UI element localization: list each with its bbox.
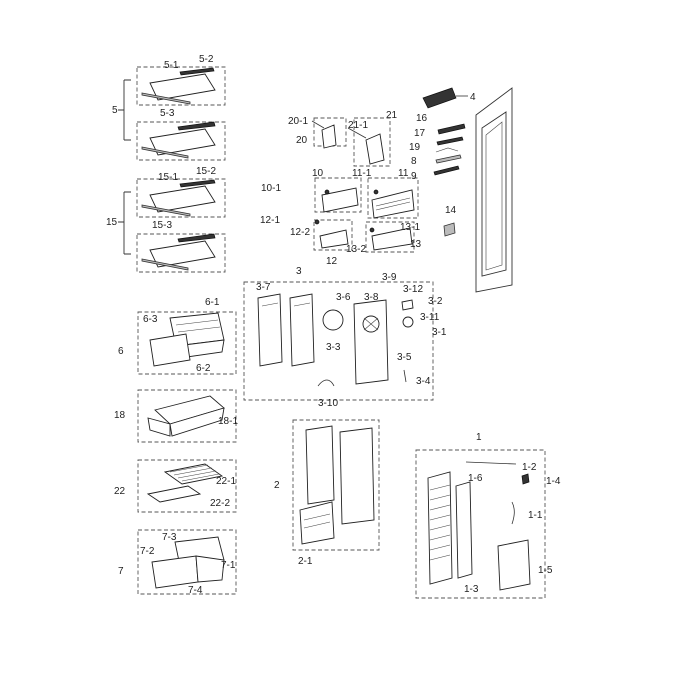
- label-3-4: 3-4: [416, 376, 431, 387]
- label-3-11: 3-11: [420, 312, 440, 323]
- label-21-1: 21-1: [348, 120, 368, 131]
- label-4: 4: [470, 92, 476, 103]
- label-3-9: 3-9: [382, 272, 397, 283]
- label-1-3: 1-3: [464, 584, 479, 595]
- label-3-12: 3-12: [403, 284, 423, 295]
- label-6: 6: [118, 346, 124, 357]
- assembly-group-3: [243, 281, 434, 401]
- label-3-2: 3-2: [428, 296, 443, 307]
- shelf-group-15: [118, 178, 226, 273]
- label-3-7: 3-7: [256, 282, 271, 293]
- cover-group-12-13: [313, 219, 415, 253]
- label-2: 2: [274, 480, 280, 491]
- label-6-3: 6-3: [143, 314, 158, 325]
- label-13-2: 13-2: [346, 244, 366, 255]
- label-7-1: 7-1: [221, 560, 236, 571]
- label-3-6: 3-6: [336, 292, 351, 303]
- label-3-8: 3-8: [364, 292, 379, 303]
- label-3-1: 3-1: [432, 327, 447, 338]
- bin-group-6: [137, 311, 237, 375]
- cover-group-20-21: [311, 117, 391, 167]
- label-18-1: 18-1: [218, 416, 238, 427]
- label-7-2: 7-2: [140, 546, 155, 557]
- label-6-1: 6-1: [205, 297, 220, 308]
- label-15-1: 15-1: [158, 172, 178, 183]
- label-11-1: 11-1: [352, 168, 372, 179]
- cabinet-outline: [475, 87, 513, 293]
- label-3-10: 3-10: [318, 398, 338, 409]
- label-7: 7: [118, 566, 124, 577]
- assembly-group-1: [415, 449, 546, 599]
- label-18: 18: [114, 410, 126, 421]
- label-3-5: 3-5: [397, 352, 412, 363]
- label-3: 3: [296, 266, 302, 277]
- label-5-1: 5-1: [164, 60, 179, 71]
- tray-group-22: [137, 459, 237, 513]
- label-8: 8: [411, 156, 417, 167]
- label-1-1: 1-1: [528, 510, 543, 521]
- label-7-4: 7-4: [188, 585, 203, 596]
- label-12: 12: [326, 256, 338, 267]
- label-15-3: 15-3: [152, 220, 172, 231]
- small-parts-4-16-17-19-8-9: [422, 87, 468, 237]
- label-10-1: 10-1: [261, 183, 281, 194]
- label-11: 11: [398, 168, 409, 179]
- label-2-1: 2-1: [298, 556, 313, 567]
- label-1-2: 1-2: [522, 462, 537, 473]
- label-22-2: 22-2: [210, 498, 230, 509]
- label-5-3: 5-3: [160, 108, 175, 119]
- label-15: 15: [106, 217, 118, 228]
- bin-group-7: [137, 529, 237, 595]
- label-6-2: 6-2: [196, 363, 211, 374]
- label-20: 20: [296, 135, 308, 146]
- label-1: 1: [476, 432, 482, 443]
- label-3-3: 3-3: [326, 342, 341, 353]
- label-21: 21: [386, 110, 398, 121]
- label-12-2: 12-2: [290, 227, 310, 238]
- label-13-1: 13-1: [400, 222, 420, 233]
- label-16: 16: [416, 113, 428, 124]
- label-1-4: 1-4: [546, 476, 561, 487]
- label-14: 14: [445, 205, 457, 216]
- cover-group-10-11: [314, 177, 419, 219]
- bin-group-18: [137, 389, 237, 443]
- label-22: 22: [114, 486, 126, 497]
- label-20-1: 20-1: [288, 116, 308, 127]
- label-5: 5: [112, 105, 118, 116]
- label-17: 17: [414, 128, 426, 139]
- label-13: 13: [410, 239, 422, 250]
- assembly-group-2: [292, 419, 380, 551]
- label-19: 19: [409, 142, 421, 153]
- label-10: 10: [312, 168, 324, 179]
- label-1-5: 1-5: [538, 565, 553, 576]
- label-5-2: 5-2: [199, 54, 214, 65]
- label-1-6: 1-6: [468, 473, 483, 484]
- shelf-group-5: [118, 66, 226, 161]
- label-15-2: 15-2: [196, 166, 216, 177]
- label-9: 9: [411, 171, 417, 182]
- label-12-1: 12-1: [260, 215, 280, 226]
- label-7-3: 7-3: [162, 532, 177, 543]
- label-22-1: 22-1: [216, 476, 236, 487]
